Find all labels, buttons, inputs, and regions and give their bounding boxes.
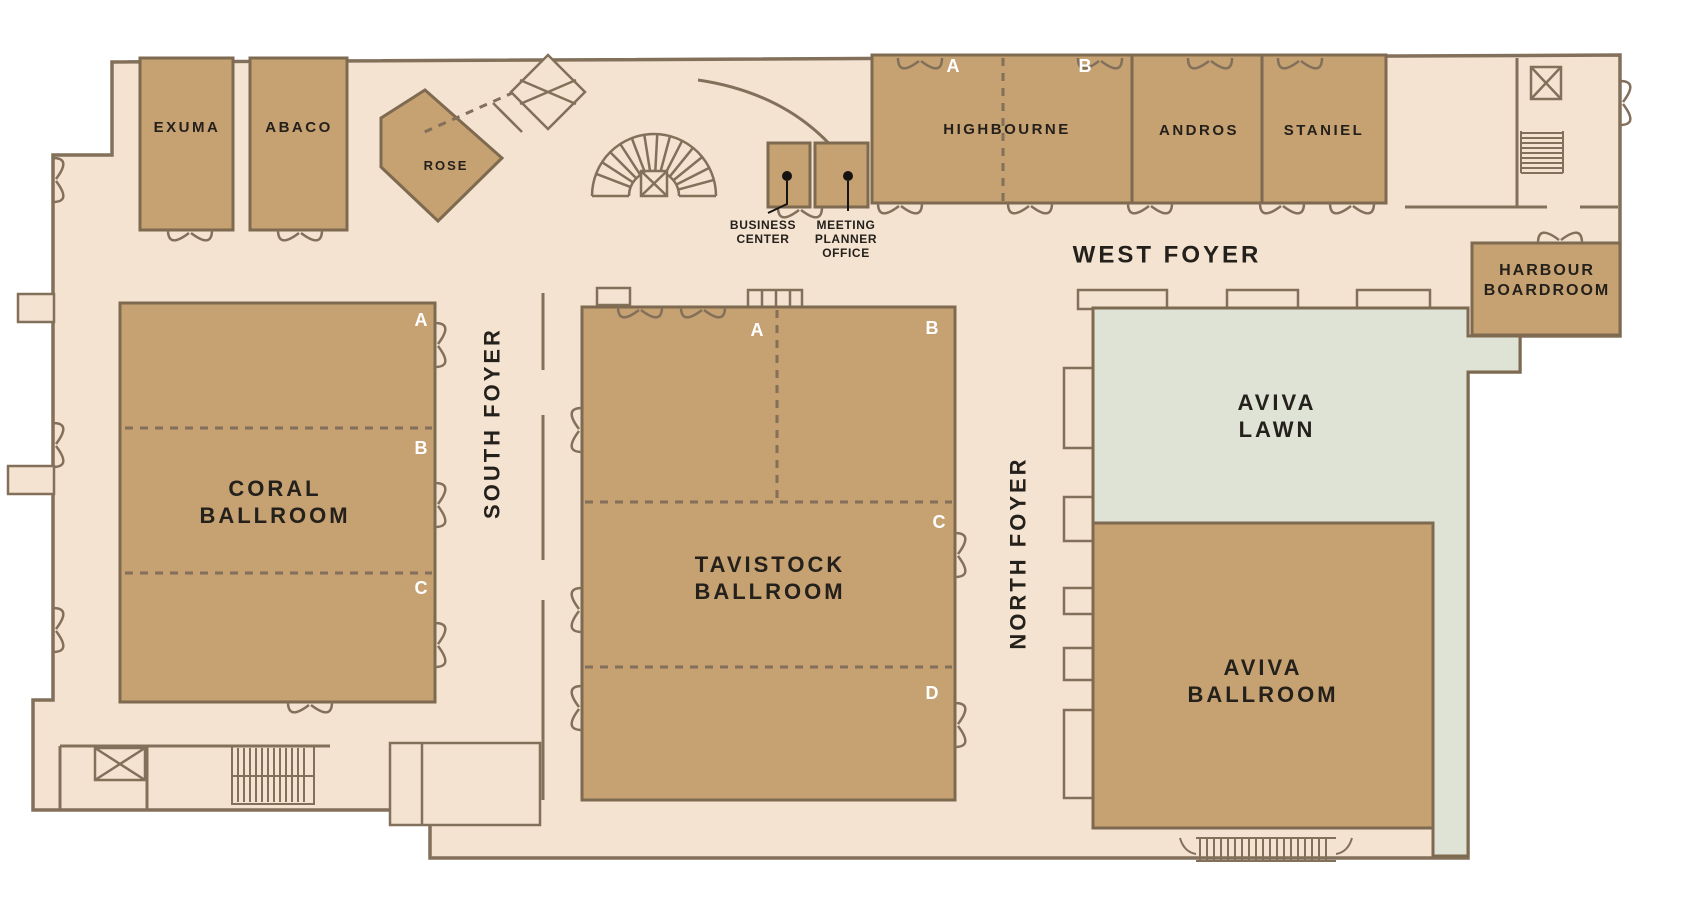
room-label-coral-ballroom: CORAL BALLROOM — [199, 476, 351, 528]
room-tavistock-ballroom — [580, 305, 957, 802]
interior-walls — [58, 58, 1618, 810]
room-label-staniel: STANIEL — [1283, 122, 1365, 139]
rooms — [118, 53, 1622, 858]
room-label-meeting-planner-office: MEETING PLANNER OFFICE — [814, 218, 878, 260]
room-label-business-center: BUSINESS CENTER — [729, 218, 797, 246]
leader-dots — [782, 171, 853, 181]
room-label-aviva-ballroom: AVIVA BALLROOM — [1187, 655, 1339, 707]
escalator-icon — [492, 53, 587, 133]
foyer-label-north: NORTH FOYER — [1005, 456, 1031, 650]
room-coral-ballroom — [118, 301, 437, 704]
stairs-icon — [231, 131, 1564, 862]
highbourne-section-a: A — [946, 56, 960, 77]
coral-section-c: C — [414, 578, 428, 599]
room-aviva-ballroom — [1091, 521, 1435, 830]
room-harbour-boardroom — [1470, 241, 1622, 337]
room-label-aviva-lawn: AVIVA LAWN — [1237, 390, 1317, 442]
room-label-rose: ROSE — [423, 158, 469, 174]
tavistock-section-b: B — [925, 318, 939, 339]
room-label-exuma: EXUMA — [153, 119, 221, 136]
coral-section-b: B — [414, 438, 428, 459]
tavistock-section-c: C — [932, 512, 946, 533]
door-arcs — [52, 57, 1632, 749]
foyer-label-south: SOUTH FOYER — [479, 327, 505, 519]
elevator-icon — [93, 65, 1563, 782]
highbourne-section-b: B — [1078, 56, 1092, 77]
room-abaco — [248, 56, 349, 232]
section-dividers — [125, 58, 1005, 669]
tavistock-section-a: A — [750, 320, 764, 341]
tavistock-section-d: D — [925, 683, 939, 704]
room-label-andros: ANDROS — [1158, 122, 1240, 139]
room-label-abaco: ABACO — [265, 119, 333, 136]
spiral-staircase-icon — [590, 132, 718, 198]
room-exuma — [138, 56, 235, 232]
room-rose — [379, 88, 505, 224]
room-meeting-planner-office — [813, 141, 870, 209]
room-label-tavistock-ballroom: TAVISTOCK BALLROOM — [694, 552, 846, 604]
room-label-highbourne: HIGHBOURNE — [943, 121, 1071, 138]
leader-lines — [767, 181, 849, 214]
room-label-harbour-boardroom: HARBOUR BOARDROOM — [1483, 262, 1611, 299]
coral-section-a: A — [414, 310, 428, 331]
foyer-label-west: WEST FOYER — [1072, 241, 1262, 269]
room-staniel — [1260, 53, 1388, 205]
